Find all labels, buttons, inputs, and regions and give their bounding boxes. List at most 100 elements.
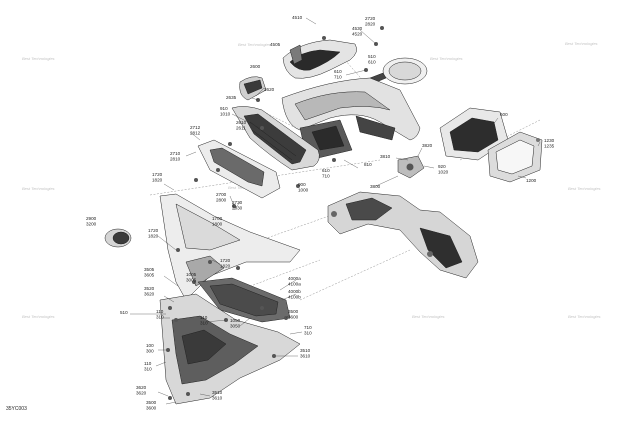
callout-line: 910 <box>220 106 228 111</box>
callout-label: 2620 <box>264 87 275 92</box>
callout-line: 3620 <box>144 291 155 296</box>
callout-line: 310 <box>144 366 152 371</box>
callout-line: 1820 <box>148 233 159 238</box>
watermark: Best Technologies <box>430 56 463 61</box>
callout-line: 1720 <box>148 228 159 233</box>
mirror-housing <box>282 39 357 79</box>
callout-line: 3600 <box>146 405 157 410</box>
callout-line: 3610 <box>300 353 311 358</box>
callout-label: 810 <box>364 162 372 167</box>
callout-line: 900 <box>298 182 306 187</box>
callout-line: 2720 <box>365 16 376 21</box>
watermark: Best Technologies <box>22 186 55 191</box>
callout-line: 100 <box>146 343 154 348</box>
watermark: Best Technologies <box>238 42 271 47</box>
callout-line: 3620 <box>136 385 147 390</box>
watermark: Best Technologies <box>568 314 601 319</box>
callout-line: 2700 <box>216 192 227 197</box>
callout-line: 4000b <box>288 289 301 294</box>
upper-fairing <box>281 77 421 159</box>
callout-label: 2600 <box>250 64 261 69</box>
side-grille-panel <box>231 106 320 171</box>
callout-line: 920 <box>438 164 446 169</box>
callout-line: 310 <box>304 330 312 335</box>
callout-label: 1200 <box>526 178 537 183</box>
callout-line: 4100b <box>288 294 301 299</box>
callout-line: 610 <box>368 59 376 64</box>
callout-line: 3510 <box>212 390 223 395</box>
main-frame-bracket <box>327 191 479 279</box>
callout-line: 110 <box>144 361 152 366</box>
callout-line: 2900 <box>86 216 97 221</box>
instrument-cluster <box>439 107 543 183</box>
callout-line: 2810 <box>170 156 181 161</box>
callout-line: 2710 <box>170 151 181 156</box>
callout-line: 1005 <box>186 272 197 277</box>
callout-line: 1230 <box>544 138 555 143</box>
callout-line: 3505 <box>144 267 155 272</box>
callout-line: 1020 <box>438 169 449 174</box>
callout-line: 1820 <box>152 177 163 182</box>
callout-line: 3050 <box>230 323 241 328</box>
callout-line: 300 <box>146 348 154 353</box>
watermark: Best Technologies <box>22 56 55 61</box>
callout-line: 3605 <box>144 272 155 277</box>
callout-line: 1800 <box>212 221 223 226</box>
callout-line: 3610 <box>212 395 223 400</box>
bracket-3810 <box>397 155 425 179</box>
callout-line: 3200 <box>86 221 97 226</box>
callout-label: 4510 <box>292 15 303 20</box>
callout-line: 1700 <box>212 216 223 221</box>
callout-line: 2611 <box>236 125 246 130</box>
callout-line: 510 <box>368 54 376 59</box>
callout-line: 610 <box>334 69 342 74</box>
callout-line: 3500 <box>146 400 157 405</box>
callout-line: 2812 <box>190 130 201 135</box>
callout-line: 3005 <box>186 277 197 282</box>
side-mirror <box>369 57 428 85</box>
callout-line: 1235 <box>544 143 555 148</box>
callout-line: 2830 <box>232 205 243 210</box>
cap-2900 <box>104 228 132 248</box>
leader-lines <box>130 17 541 405</box>
watermark: Best Technologies <box>568 186 601 191</box>
callout-line: 1820 <box>220 263 231 268</box>
callout-line: 710 <box>334 74 342 79</box>
callout-label: 4505 <box>270 42 281 47</box>
callout-line: 1720 <box>220 258 231 263</box>
callout-line: 4530 <box>352 26 363 31</box>
belly-panel <box>159 293 301 405</box>
callout-line: 110 <box>200 315 208 320</box>
callout-label: 3800 <box>370 184 381 189</box>
watermark: Best Technologies <box>565 41 598 46</box>
callout-label: 3820 <box>422 143 433 148</box>
callout-label: 600 <box>500 112 508 117</box>
